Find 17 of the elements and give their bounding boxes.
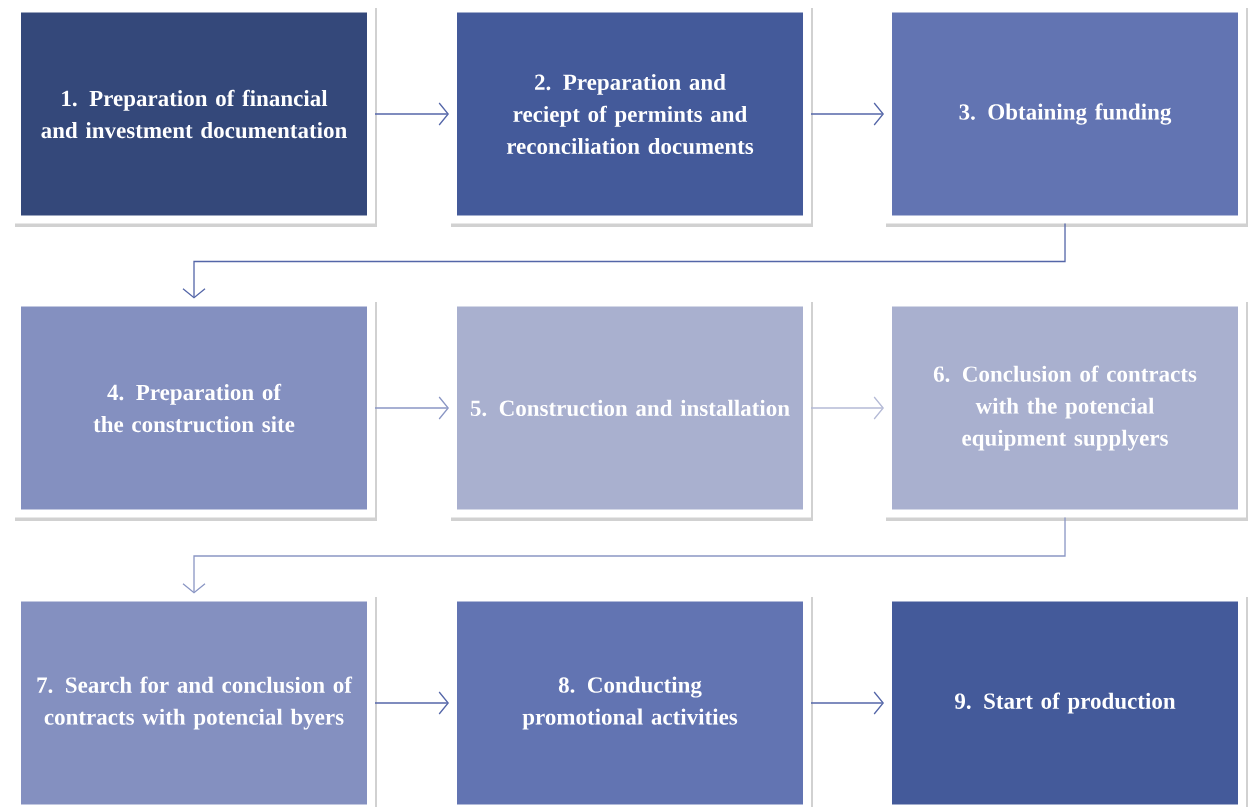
process-box: 6. Conclusion of contracts with the potencial equipment supplyers xyxy=(884,298,1248,521)
arrow xyxy=(182,516,1066,594)
process-box: 2. Preparation and reciept of permints and reconciliation documents xyxy=(449,4,813,227)
arrow xyxy=(182,222,1066,299)
arrow xyxy=(810,102,884,126)
process-box: 8. Conducting promotional activities xyxy=(449,593,813,807)
arrow xyxy=(810,691,884,715)
process-box: 1. Preparation of financial and investment documentation xyxy=(13,4,377,227)
process-box: 5. Construction and installation xyxy=(449,298,813,521)
arrow xyxy=(374,102,449,126)
process-box: 4. Preparation of the construction site xyxy=(13,298,377,521)
arrow xyxy=(374,691,449,715)
process-box: 9. Start of production xyxy=(884,593,1248,807)
arrow xyxy=(810,396,884,420)
arrow xyxy=(374,396,449,420)
process-box: 7. Search for and conclusion of contracts with potencial byers xyxy=(13,593,377,807)
process-box: 3. Obtaining funding xyxy=(884,4,1248,227)
